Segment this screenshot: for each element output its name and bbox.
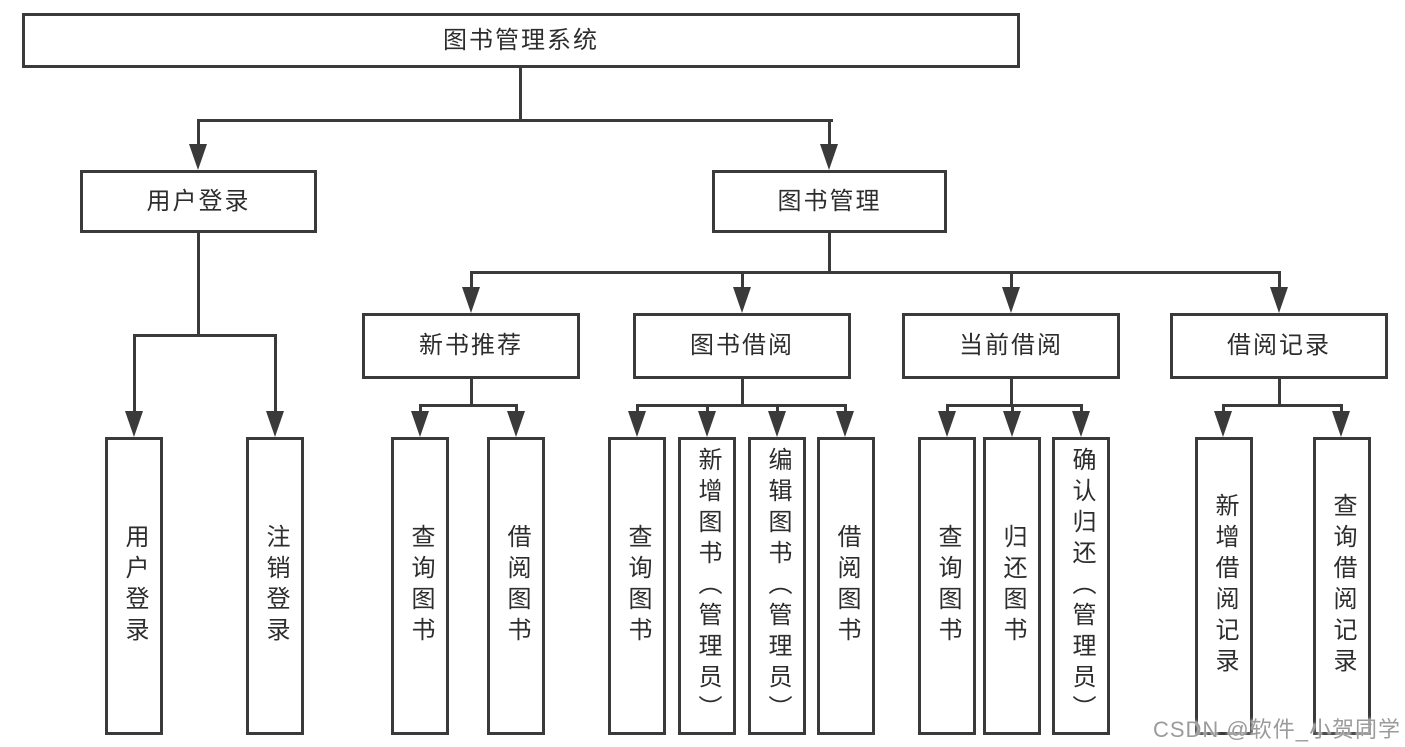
connector-current-borrow-split [946, 404, 1083, 407]
node-book-management-system: 图书管理系统 [22, 13, 1020, 68]
connector-root-stem [519, 68, 522, 121]
connector-new-book-split [419, 404, 518, 407]
connector-leg [1222, 404, 1225, 414]
connector-leg [1011, 404, 1014, 414]
node-label: 用户登录 [146, 187, 251, 215]
connector-book-management-stem [828, 233, 831, 274]
node-label: 查询图书 [407, 524, 434, 648]
arrowhead-borrow-records [1270, 287, 1288, 313]
arrowhead-down [1072, 411, 1090, 437]
connector-book-borrow-stem [741, 379, 744, 407]
connector-leg-user-login [197, 119, 200, 147]
connector-book-borrow-split [636, 404, 847, 407]
arrowhead-down [507, 411, 525, 437]
connector-leg [1080, 404, 1083, 414]
connector-leg-leaf-logout [274, 334, 277, 413]
node-book-management: 图书管理 [712, 170, 947, 233]
connector-new-book-stem [470, 379, 473, 407]
node-book-borrowing: 图书借阅 [633, 313, 851, 379]
connector-leg-book-borrow [741, 271, 744, 291]
csdn-watermark: CSDN @软件_小贺同学 [1152, 717, 1401, 742]
connector-level1-split [197, 119, 833, 122]
arrowhead-book-management [820, 144, 838, 170]
leaf-add-borrow-record: 新增借阅记录 [1195, 437, 1253, 735]
connector-leg-borrow-records [1278, 271, 1281, 291]
connector-leg [419, 404, 422, 414]
arrowhead-down [1214, 411, 1232, 437]
connector-leg-new-book [470, 271, 473, 291]
connector-leg [636, 404, 639, 414]
leaf-borrow-books-recommend: 借阅图书 [487, 437, 545, 735]
connector-level2-split [470, 271, 1280, 274]
leaf-confirm-return-admin: 确认归还（管理员） [1052, 437, 1110, 735]
node-label: 当前借阅 [959, 332, 1063, 359]
connector-leg-current-borrow [1010, 271, 1013, 291]
connector-borrow-records-stem [1278, 379, 1281, 407]
leaf-borrow-books: 借阅图书 [817, 437, 875, 735]
arrowhead-down [768, 411, 786, 437]
connector-leg [776, 404, 779, 414]
connector-current-borrow-stem [1010, 379, 1013, 407]
connector-leg [1340, 404, 1343, 414]
connector-leg [844, 404, 847, 414]
arrowhead-new-book [462, 287, 480, 313]
node-label: 确认归还（管理员） [1068, 446, 1095, 726]
arrowhead-down [411, 411, 429, 437]
node-label: 新增借阅记录 [1211, 493, 1238, 679]
connector-leg-book-management [828, 119, 831, 147]
arrowhead-down [698, 411, 716, 437]
arrowhead-down [628, 411, 646, 437]
leaf-query-books-recommend: 查询图书 [391, 437, 449, 735]
arrowhead-down [938, 411, 956, 437]
node-label: 图书借阅 [690, 332, 794, 359]
connector-user-login-split [133, 334, 277, 337]
node-new-book-recommendation: 新书推荐 [362, 313, 580, 379]
leaf-query-borrow-record: 查询借阅记录 [1313, 437, 1371, 735]
connector-leg-leaf-user-login [133, 334, 136, 413]
arrowhead-book-borrow [733, 287, 751, 313]
node-label: 编辑图书（管理员） [764, 446, 791, 726]
leaf-query-books-borrow: 查询图书 [608, 437, 666, 735]
arrowhead-down [1003, 411, 1021, 437]
arrowhead-current-borrow [1002, 287, 1020, 313]
connector-leg [706, 404, 709, 414]
arrowhead-leaf-logout [266, 411, 284, 437]
leaf-return-books: 归还图书 [983, 437, 1041, 735]
node-label: 查询借阅记录 [1329, 493, 1356, 679]
node-label: 借阅图书 [503, 524, 530, 648]
arrowhead-down [1332, 411, 1350, 437]
node-label: 图书管理系统 [443, 26, 599, 54]
arrowhead-user-login [189, 144, 207, 170]
node-label: 查询图书 [624, 524, 651, 648]
arrowhead-down [836, 411, 854, 437]
node-borrowing-records: 借阅记录 [1170, 313, 1388, 379]
arrowhead-leaf-user-login [125, 411, 143, 437]
node-label: 图书管理 [777, 187, 882, 215]
leaf-edit-book-admin: 编辑图书（管理员） [748, 437, 806, 735]
node-label: 新增图书（管理员） [694, 446, 721, 726]
leaf-add-book-admin: 新增图书（管理员） [678, 437, 736, 735]
node-label: 借阅记录 [1227, 332, 1331, 359]
node-label: 新书推荐 [419, 332, 523, 359]
node-label: 注销登录 [262, 524, 289, 648]
connector-leg [946, 404, 949, 414]
node-label: 归还图书 [999, 524, 1026, 648]
connector-borrow-records-split [1222, 404, 1343, 407]
leaf-query-books-current: 查询图书 [918, 437, 976, 735]
node-label: 借阅图书 [833, 524, 860, 648]
node-label: 查询图书 [934, 524, 961, 648]
leaf-user-login: 用户登录 [105, 437, 163, 735]
connector-user-login-stem [197, 233, 200, 335]
node-user-login: 用户登录 [80, 170, 317, 233]
node-label: 用户登录 [121, 524, 148, 648]
leaf-logout: 注销登录 [246, 437, 304, 735]
node-current-borrowing: 当前借阅 [902, 313, 1120, 379]
connector-leg [515, 404, 518, 414]
